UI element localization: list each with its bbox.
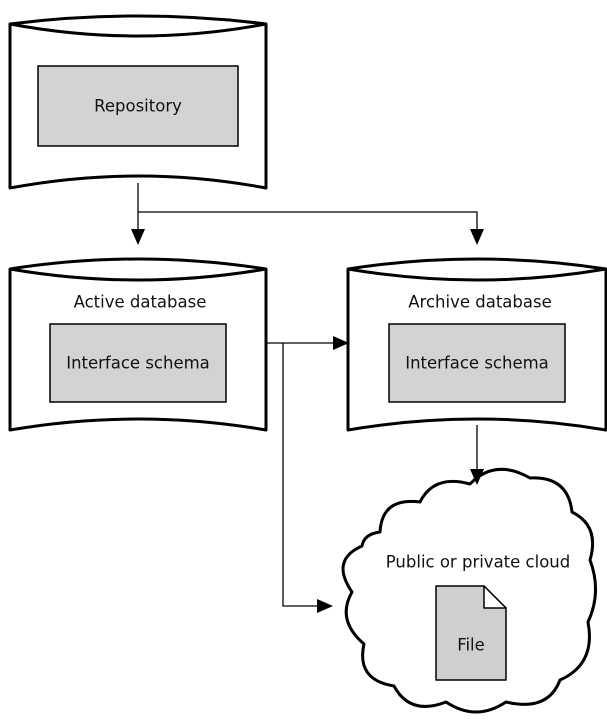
repository-cylinder-rim — [9, 22, 267, 38]
archive-database-title: Archive database — [408, 293, 551, 312]
active-database-cylinder-rim — [9, 267, 267, 282]
archive-database-cylinder: Archive database Interface schema — [346, 257, 607, 432]
archive-database-cylinder-rim — [347, 267, 607, 282]
file-icon-body — [435, 585, 507, 681]
active-to-cloud-line — [282, 343, 320, 607]
repository-label: Repository — [94, 97, 182, 116]
arrow-to-cloud-side — [317, 599, 333, 613]
file-label: File — [457, 636, 485, 655]
archive-interface-schema-label: Interface schema — [405, 354, 549, 373]
file-icon — [435, 585, 507, 681]
arrow-to-cloud-top — [470, 469, 484, 485]
arrow-to-archive-database — [470, 229, 484, 245]
cloud-title: Public or private cloud — [386, 553, 570, 572]
cloud-shape: Public or private cloud File — [341, 467, 598, 714]
archive-interface-schema-box — [388, 323, 566, 403]
connector-repository-to-databases — [131, 183, 484, 245]
arrow-to-active-database — [131, 229, 145, 245]
arrow-to-archive-database-side — [333, 336, 349, 350]
repository-branch-line — [138, 211, 478, 232]
active-interface-schema-box — [49, 323, 227, 403]
file-icon-fold — [483, 585, 507, 609]
connector-archive-to-cloud — [470, 425, 484, 485]
active-database-title: Active database — [74, 293, 207, 312]
repository-box — [37, 65, 239, 147]
repository-cylinder: Repository — [8, 14, 268, 190]
active-interface-schema-label: Interface schema — [66, 354, 210, 373]
connector-active-to-archive-and-cloud — [266, 336, 349, 613]
active-database-cylinder: Active database Interface schema — [8, 257, 268, 432]
